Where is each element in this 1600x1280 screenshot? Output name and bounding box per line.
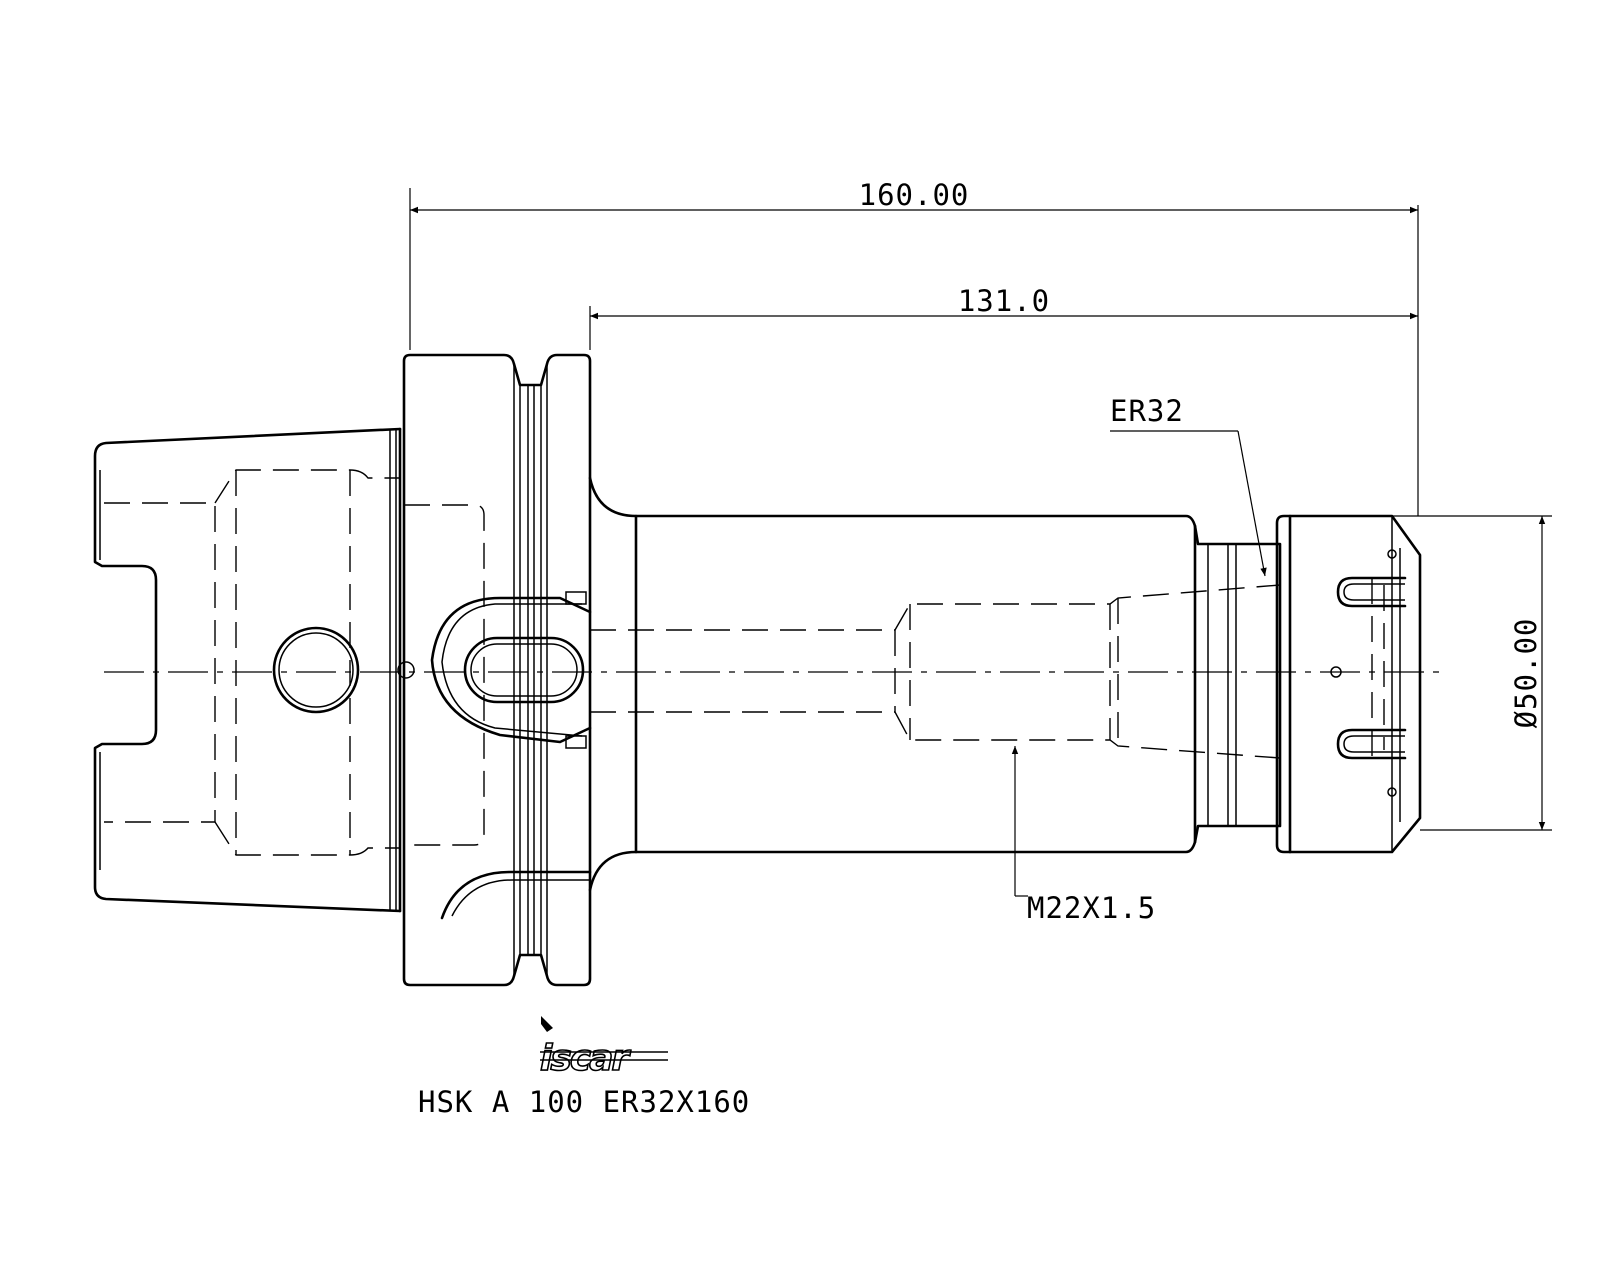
flange: [402, 353, 592, 987]
diameter-label: Ø50.00: [1509, 618, 1543, 729]
part-name: HSK A 100 ER32X160: [418, 1085, 750, 1119]
logo-text: iscar: [540, 1038, 631, 1079]
hsk-taper-shank: [93, 427, 415, 913]
body: [588, 476, 1282, 892]
drive-slot-outer: [463, 636, 585, 704]
overall-length-label: 160.00: [859, 178, 970, 212]
drive-hole-outer: [272, 626, 360, 714]
collet-label: ER32: [1110, 394, 1184, 428]
callout-collet: ER32: [1110, 394, 1267, 577]
gauge-length-label: 131.0: [958, 284, 1050, 318]
dimension-overall-length: 160.00: [409, 178, 1419, 516]
dimension-diameter: Ø50.00: [1392, 515, 1552, 831]
collet-nut: [1275, 514, 1422, 854]
iscar-logo: iscar: [539, 1016, 668, 1080]
dimension-gauge-length: 131.0: [589, 284, 1418, 350]
thread-label: M22X1.5: [1027, 891, 1156, 925]
drive-hole-inner: [278, 632, 354, 708]
callout-thread: M22X1.5: [1011, 746, 1156, 925]
drive-slot-inner: [470, 643, 578, 697]
